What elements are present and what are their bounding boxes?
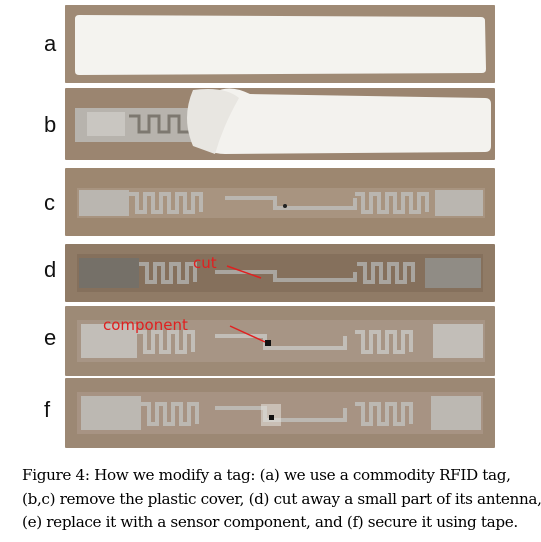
caption-line-3: (e) replace it with a sensor component, …: [22, 513, 518, 531]
panel-label-c: c: [44, 190, 55, 215]
photo-panel-b: [65, 88, 495, 160]
photo-panel-d: cut: [65, 244, 495, 302]
panel-label-f: f: [44, 397, 51, 422]
annotation-cut: cut: [193, 254, 217, 272]
panel-label-a: a: [44, 31, 57, 56]
panel-label-e: e: [44, 325, 57, 350]
panel-label-b: b: [44, 112, 57, 137]
figure-caption: Figure 4: How we modify a tag: (a) we us…: [22, 464, 541, 535]
peeled-cover: [200, 88, 491, 154]
photo-panel-f: [65, 378, 495, 448]
photo-panel-e: component: [65, 306, 495, 376]
panel-label-d: d: [44, 257, 57, 282]
plastic-tag: [75, 15, 486, 75]
photo-panel-a: [65, 5, 495, 83]
photo-panel-c: [65, 168, 495, 236]
caption-line-1: Figure 4: How we modify a tag: (a) we us…: [22, 466, 511, 484]
caption-line-2: (b,c) remove the plastic cover, (d) cut …: [22, 489, 541, 508]
annotation-component: component: [103, 316, 188, 334]
